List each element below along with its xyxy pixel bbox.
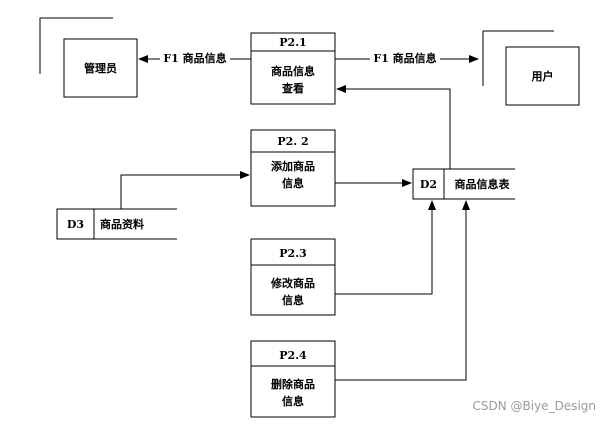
process-p2-3-box <box>250 238 336 316</box>
entity-admin-label: 管理员 <box>84 61 117 75</box>
flow-label-bg <box>160 51 230 66</box>
process-p2-1-id: P2.1 <box>279 36 306 49</box>
process-p2-2-line2: 信息 <box>282 176 304 190</box>
process-p2-1: P2.1 商品信息 查看 <box>250 32 336 105</box>
process-p2-3: P2.3 修改商品 信息 <box>250 238 336 316</box>
store-d2-outline <box>412 168 515 200</box>
process-p2-1-line1: 商品信息 <box>271 64 315 78</box>
process-p2-2-box <box>250 129 336 207</box>
process-p2-4: P2.4 删除商品 信息 <box>250 340 336 418</box>
flow-p24-to-d2 <box>335 200 470 381</box>
process-p2-3-line1: 修改商品 <box>270 276 315 290</box>
flow-p23-to-d2 <box>335 200 436 295</box>
process-p2-4-box <box>250 340 336 418</box>
process-p2-1-line2: 查看 <box>282 81 304 95</box>
entity-admin-shadow <box>39 17 113 74</box>
store-d2-id: D2 <box>420 178 437 191</box>
process-p2-4-line1: 删除商品 <box>271 377 315 391</box>
flow-p21-to-user: F1 商品信息 <box>335 51 479 66</box>
entity-admin-box <box>63 38 138 98</box>
process-p2-2-line1: 添加商品 <box>271 159 315 173</box>
store-d2: D2 商品信息表 <box>412 168 515 200</box>
store-d3-name: 商品资料 <box>100 217 144 231</box>
process-p2-2: P2. 2 添加商品 信息 <box>250 129 336 207</box>
process-p2-2-id: P2. 2 <box>277 135 308 148</box>
store-d3: D3 商品资料 <box>56 208 177 240</box>
entity-user: 用户 <box>482 30 580 106</box>
store-d3-id: D3 <box>67 218 84 231</box>
entity-user-shadow <box>482 30 554 86</box>
flow-p21-to-user-label: F1 商品信息 <box>373 51 436 65</box>
flow-p21-to-admin-label: F1 商品信息 <box>163 51 226 65</box>
process-p2-4-line2: 信息 <box>282 394 304 408</box>
entity-admin: 管理员 <box>39 17 138 98</box>
watermark: CSDN @Biye_Design <box>472 399 596 413</box>
store-d2-name: 商品信息表 <box>455 177 511 191</box>
flow-d3-to-p22 <box>120 171 250 209</box>
store-d3-outline <box>56 208 177 240</box>
process-p2-3-line2: 信息 <box>282 293 304 307</box>
flow-label-bg <box>370 51 440 66</box>
process-p2-1-box <box>250 32 336 105</box>
entity-user-box <box>505 46 580 106</box>
process-p2-3-id: P2.3 <box>279 247 306 260</box>
entity-user-label: 用户 <box>532 69 554 83</box>
flow-d2-to-p21 <box>336 85 451 169</box>
process-p2-4-id: P2.4 <box>279 349 307 362</box>
flow-p21-to-admin: F1 商品信息 <box>138 51 251 66</box>
